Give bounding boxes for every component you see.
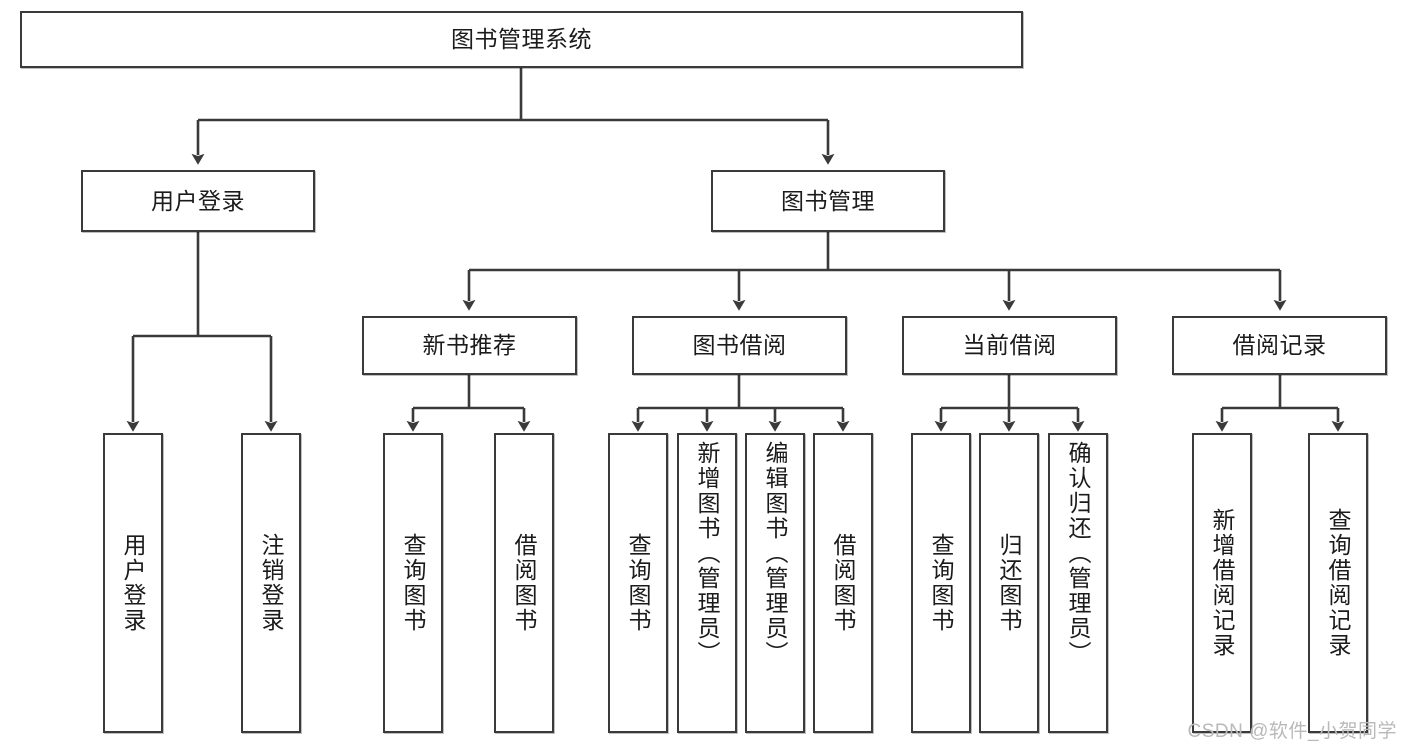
leaf-current-confirm-return[interactable]: 确认归还（管理员） (1048, 433, 1108, 733)
leaf-recommend-query-book-label: 查询图书 (400, 533, 427, 633)
leaf-record-add-record[interactable]: 新增借阅记录 (1192, 433, 1252, 733)
leaf-recommend-borrow-book-label: 借阅图书 (511, 533, 538, 633)
leaf-borrow-edit-book[interactable]: 编辑图书（管理员） (745, 433, 805, 733)
node-book-borrow[interactable]: 图书借阅 (632, 316, 847, 375)
node-new-book-recommend[interactable]: 新书推荐 (362, 316, 577, 375)
leaf-borrow-edit-book-label: 编辑图书（管理员） (762, 441, 789, 666)
node-new-book-recommend-label: 新书推荐 (422, 332, 517, 359)
leaf-borrow-borrow-book-label: 借阅图书 (830, 533, 857, 633)
leaf-recommend-query-book[interactable]: 查询图书 (383, 433, 443, 733)
node-user-login[interactable]: 用户登录 (81, 170, 315, 232)
leaf-current-confirm-return-label: 确认归还（管理员） (1065, 441, 1092, 666)
node-book-management-label: 图书管理 (781, 187, 875, 214)
node-user-login-label: 用户登录 (151, 187, 245, 214)
leaf-current-query-book-label: 查询图书 (928, 533, 955, 633)
node-borrow-record-label: 借阅记录 (1232, 332, 1327, 359)
leaf-current-return-book[interactable]: 归还图书 (979, 433, 1039, 733)
leaf-current-query-book[interactable]: 查询图书 (911, 433, 971, 733)
leaf-record-query-record-label: 查询借阅记录 (1325, 508, 1352, 658)
leaf-recommend-borrow-book[interactable]: 借阅图书 (494, 433, 554, 733)
leaf-user-login-logout-label: 注销登录 (258, 533, 285, 633)
leaf-record-add-record-label: 新增借阅记录 (1209, 508, 1236, 658)
leaf-record-query-record[interactable]: 查询借阅记录 (1308, 433, 1368, 733)
node-book-management[interactable]: 图书管理 (711, 170, 945, 232)
leaf-borrow-borrow-book[interactable]: 借阅图书 (813, 433, 873, 733)
leaf-borrow-add-book[interactable]: 新增图书（管理员） (677, 433, 737, 733)
node-root-label: 图书管理系统 (451, 26, 592, 53)
node-book-borrow-label: 图书借阅 (692, 332, 787, 359)
leaf-user-login-login-label: 用户登录 (120, 533, 147, 633)
leaf-user-login-login[interactable]: 用户登录 (103, 433, 163, 733)
node-current-borrow-label: 当前借阅 (962, 332, 1057, 359)
node-borrow-record[interactable]: 借阅记录 (1172, 316, 1387, 375)
leaf-borrow-query-book[interactable]: 查询图书 (608, 433, 668, 733)
watermark-text: CSDN @软件_小贺同学 (1187, 721, 1397, 742)
leaf-borrow-add-book-label: 新增图书（管理员） (694, 441, 721, 666)
leaf-current-return-book-label: 归还图书 (996, 533, 1023, 633)
leaf-user-login-logout[interactable]: 注销登录 (241, 433, 301, 733)
node-current-borrow[interactable]: 当前借阅 (902, 316, 1117, 375)
leaf-borrow-query-book-label: 查询图书 (625, 533, 652, 633)
node-root[interactable]: 图书管理系统 (20, 11, 1023, 68)
